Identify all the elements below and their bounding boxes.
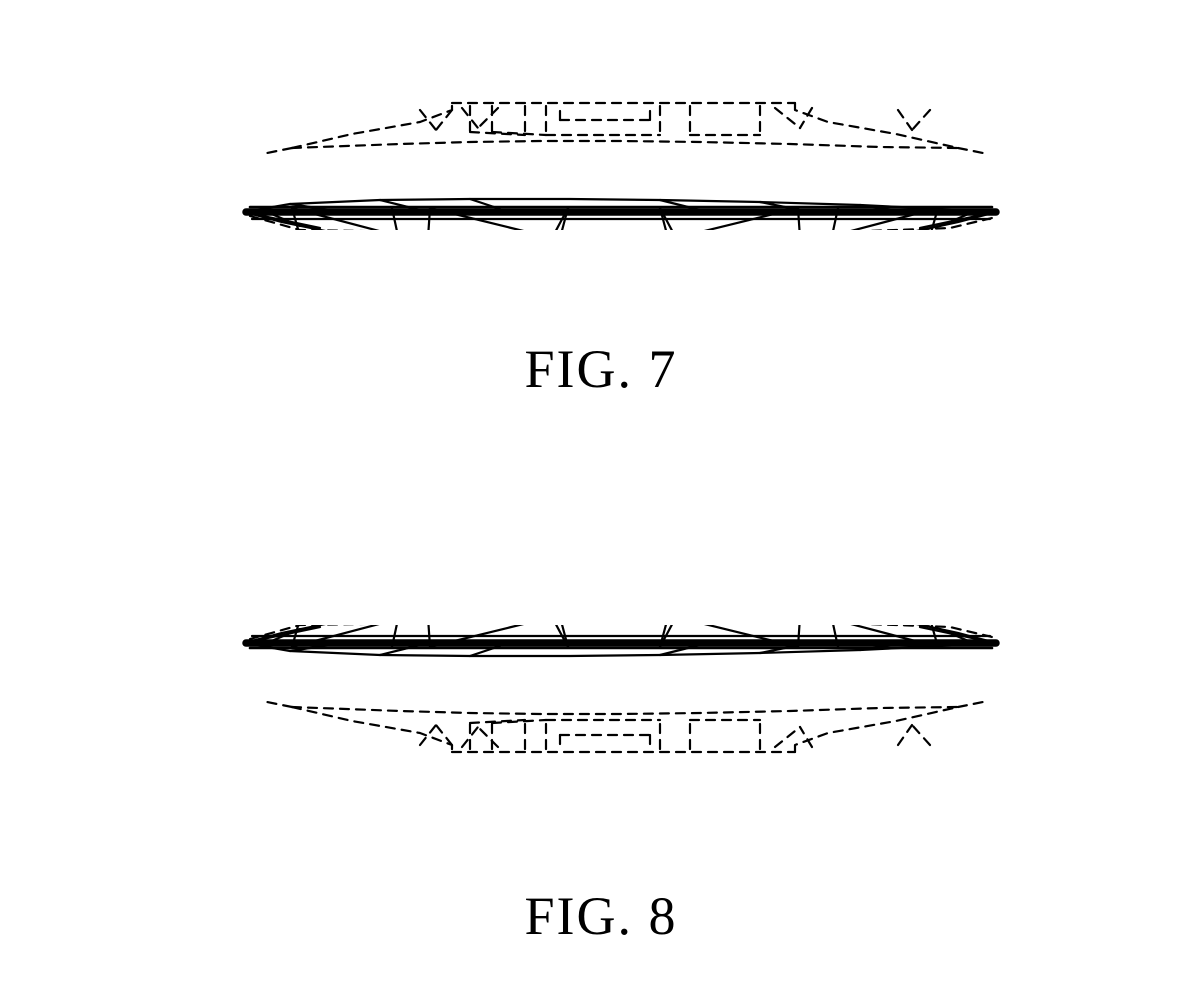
figure-8-geometry: [242, 625, 1000, 754]
figure-7: FIG. 7: [0, 60, 1202, 420]
figure-7-hidden-upper-structure: [248, 101, 994, 230]
figure-7-solid-outline: [242, 197, 998, 230]
figure-7-drawing: [242, 101, 1000, 230]
figure-7-caption: FIG. 7: [524, 339, 678, 399]
figure-8-caption: FIG. 8: [524, 886, 678, 946]
figure-8-hidden-lower-structure: [248, 625, 994, 754]
figure-8-drawing: [242, 625, 1000, 754]
figure-7-geometry: [242, 101, 1000, 230]
figure-8-solid-outline: [242, 625, 998, 658]
figure-8: FIG. 8: [0, 625, 1202, 985]
